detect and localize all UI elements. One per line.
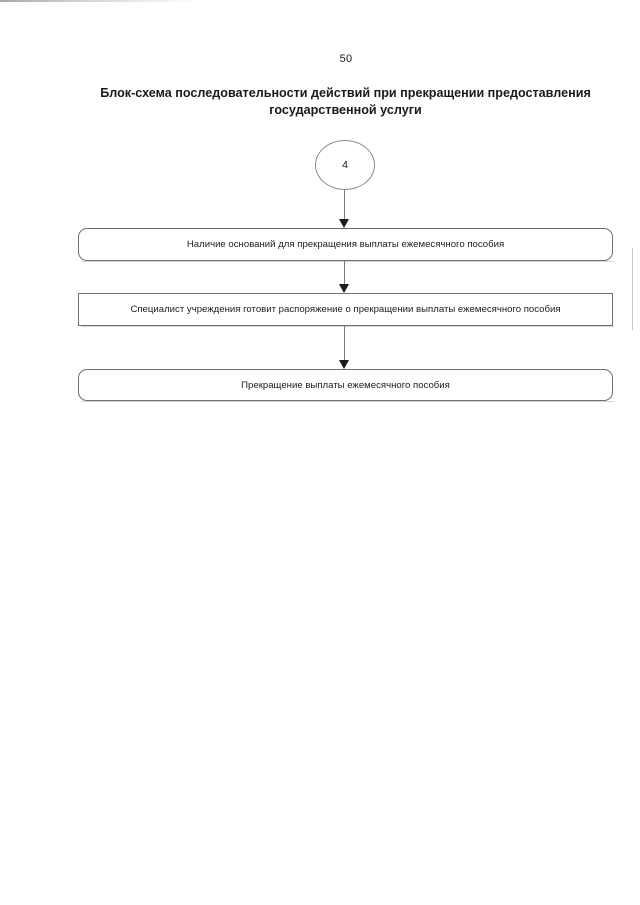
page-title-line-2: государственной услуги [269,103,422,117]
scan-artifact-right-line [632,248,633,330]
scan-artifact-top-edge [0,0,200,2]
flow-arrow-box-2-to-box-3 [339,326,349,369]
arrow-head-icon [339,219,349,228]
flow-node-box-3: Прекращение выплаты ежемесячного пособия [78,369,614,402]
flow-node-box-2: Специалист учреждения готовит распоряжен… [78,293,614,327]
page-title-line-1: Блок-схема последовательности действий п… [100,86,591,100]
flow-node-box-3-label: Прекращение выплаты ежемесячного пособия [241,379,450,391]
page-number: 50 [339,53,353,65]
flow-connector-label: 4 [342,159,348,171]
arrow-head-icon [339,284,349,293]
flow-node-box-1-label: Наличие оснований для прекращения выплат… [186,239,505,250]
arrow-head-icon [339,360,349,369]
page-title: Блок-схема последовательности действий п… [78,85,613,119]
flow-node-box-2-label: Специалист учреждения готовит распоряжен… [130,304,561,315]
flow-arrow-connector-to-box-1 [339,190,349,228]
flow-connector-node: 4 [315,140,375,190]
flow-arrow-box-1-to-box-2 [339,261,349,293]
flow-node-box-1: Наличие оснований для прекращения выплат… [78,228,614,262]
